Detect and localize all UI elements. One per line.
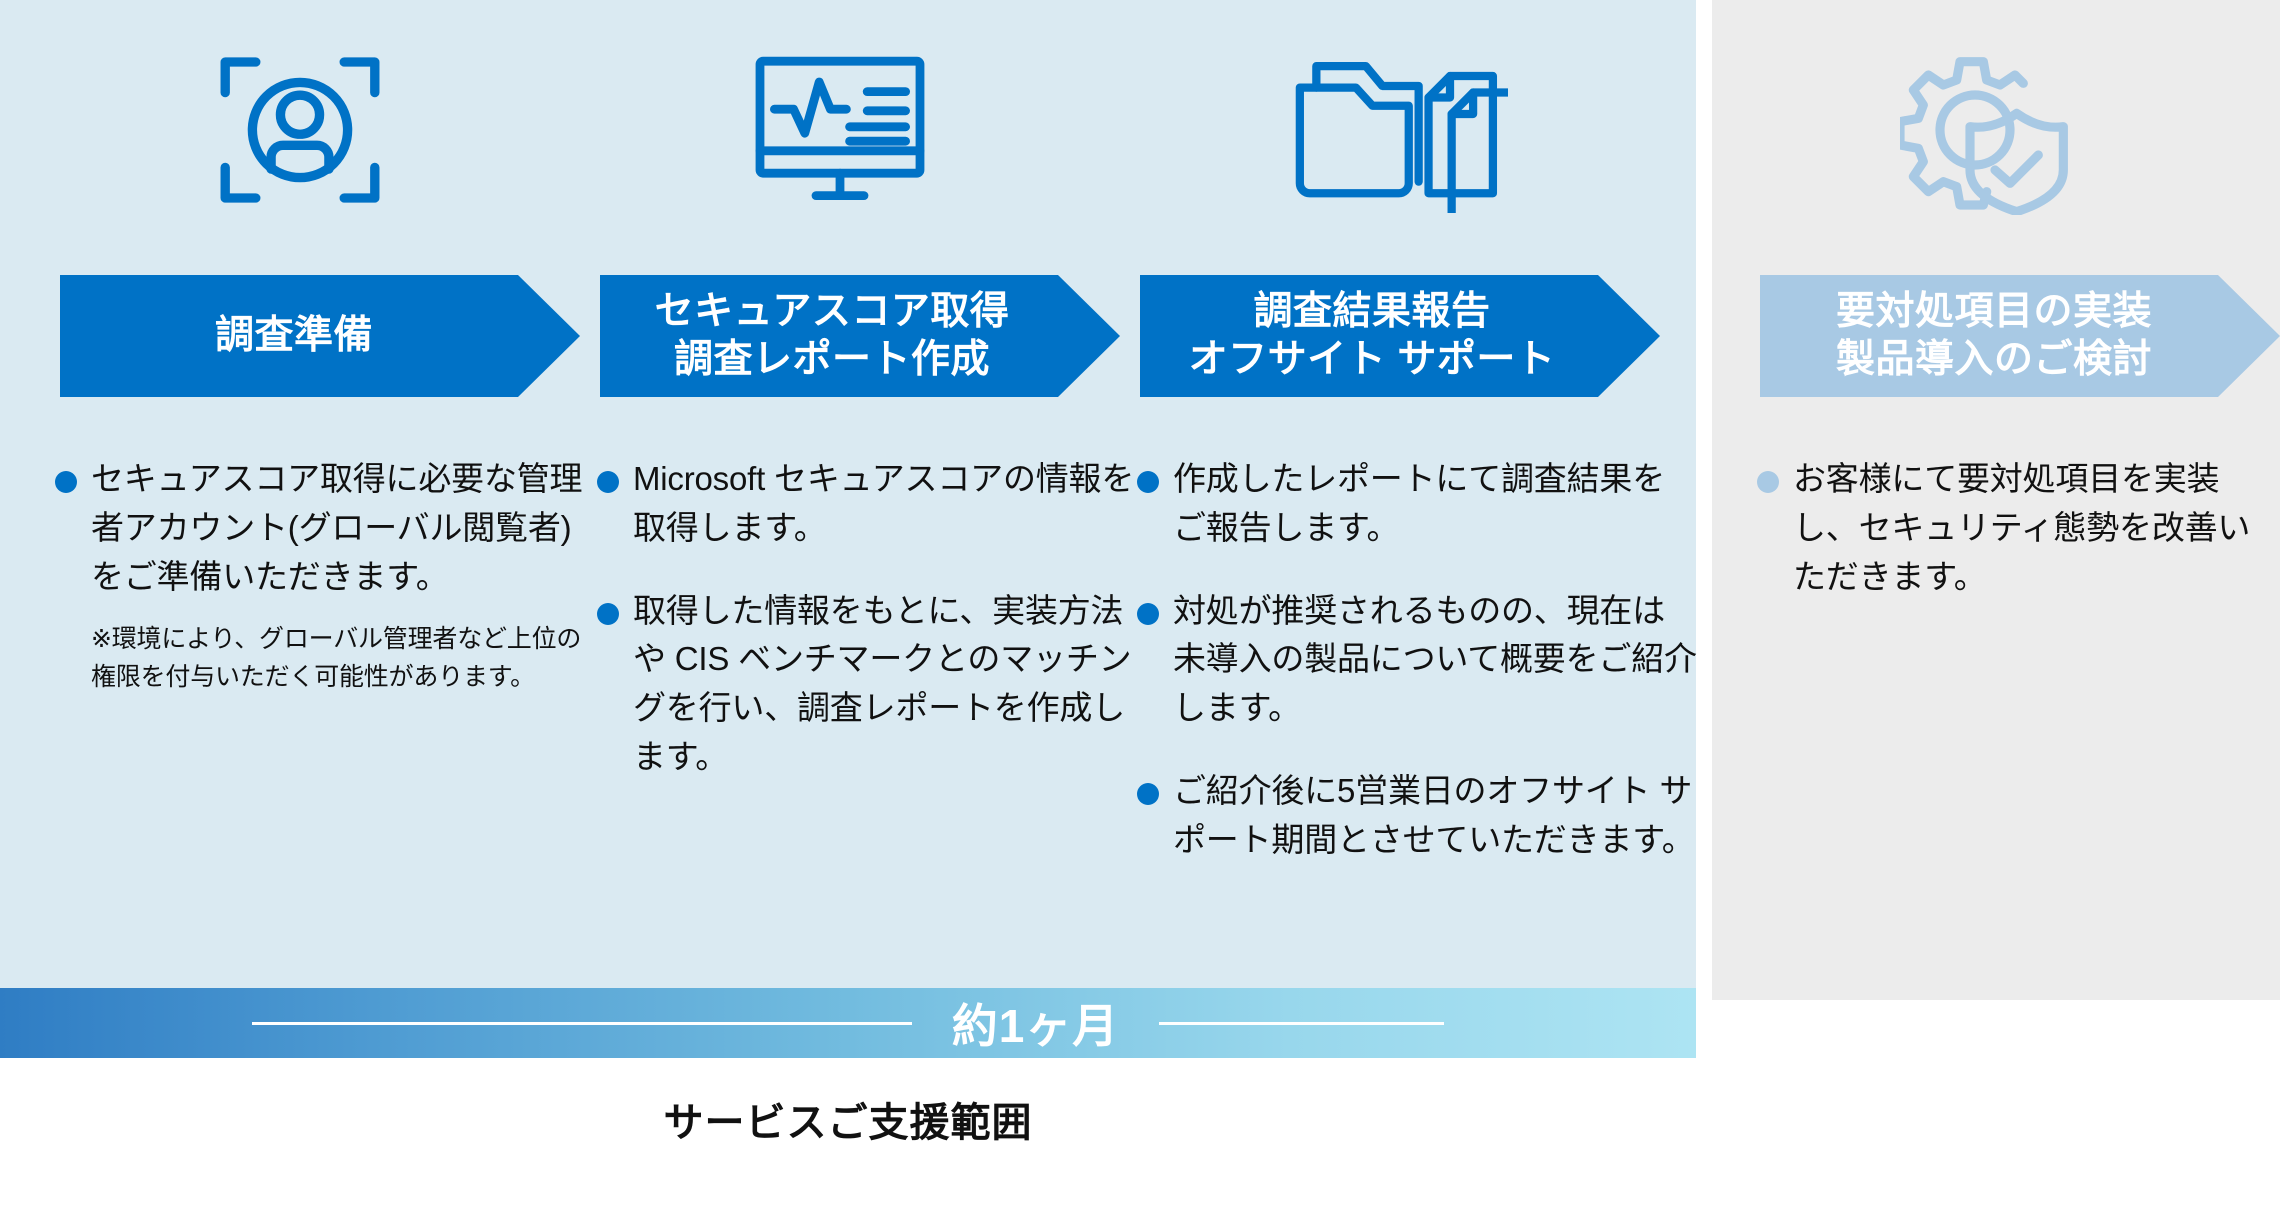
bullet-text: 対処が推奨されるものの、現在は未導入の製品について概要をご紹介します。 <box>1173 591 1697 727</box>
list-item: セキュアスコア取得に必要な管理者アカウント(グローバル閲覧者)をご準備いただきま… <box>55 455 600 601</box>
duration-rule-right <box>1159 1021 1445 1025</box>
bullet-text: ご紹介後に5営業日のオフサイト サポート期間とさせていただきます。 <box>1173 772 1695 858</box>
bullet-text: お客様にて要対処項目を実装し、セキュリティ態勢を改善いただきます。 <box>1793 460 2251 595</box>
step-bullets-3: 作成したレポートにて調査結果をご報告します。 対処が推奨されるものの、現在は未導… <box>1137 455 1697 899</box>
list-item: 作成したレポートにて調査結果をご報告します。 <box>1137 455 1697 553</box>
bullet-dot-icon <box>597 602 619 625</box>
list-item: 取得した情報をもとに、実装方法や CIS ベンチマークとのマッチングを行い、調査… <box>597 587 1142 782</box>
bullet-dot-icon <box>1137 602 1159 625</box>
list-item: ご紹介後に5営業日のオフサイト サポート期間とさせていただきます。 <box>1137 767 1697 865</box>
step-banner-3: 調査結果報告 オフサイト サポート <box>1140 275 1660 397</box>
step-banner-3-label: 調査結果報告 オフサイト サポート <box>1188 290 1556 381</box>
bullet-dot-icon <box>1137 783 1159 806</box>
bullet-text: セキュアスコア取得に必要な管理者アカウント(グローバル閲覧者)をご準備いただきま… <box>91 460 583 595</box>
bullet-text: 取得した情報をもとに、実装方法や CIS ベンチマークとのマッチングを行い、調査… <box>633 591 1132 776</box>
monitor-chart-icon <box>690 40 990 220</box>
bullet-dot-icon <box>597 471 619 493</box>
step-banner-2: セキュアスコア取得 調査レポート作成 <box>600 275 1120 397</box>
list-item: 対処が推奨されるものの、現在は未導入の製品について概要をご紹介します。 <box>1137 587 1697 733</box>
bullet-dot-icon <box>55 471 77 493</box>
duration-bar: 約1ヶ月 <box>0 988 1696 1058</box>
page-title: サービスご支援範囲 <box>663 1101 1033 1145</box>
step-bullets-2: Microsoft セキュアスコアの情報を取得します。 取得した情報をもとに、実… <box>597 455 1142 816</box>
step-bullets-4: お客様にて要対処項目を実装し、セキュリティ態勢を改善いただきます。 <box>1757 455 2277 635</box>
bullet-dot-icon <box>1137 471 1159 493</box>
duration-rule-left <box>251 1021 912 1025</box>
gear-shield-icon <box>1840 40 2160 220</box>
service-scope-panel <box>0 0 1696 1000</box>
step-banner-4-label: 要対処項目の実装 製品導入のご検討 <box>1835 290 2152 381</box>
bullet-text: Microsoft セキュアスコアの情報を取得します。 <box>633 460 1135 546</box>
step-banner-2-label: セキュアスコア取得 調査レポート作成 <box>654 290 1010 381</box>
step-banner-1: 調査準備 <box>60 275 580 397</box>
step-banner-1-label: 調査準備 <box>214 314 373 358</box>
folders-documents-icon <box>1240 40 1560 220</box>
step-note-1: ※環境により、グローバル管理者など上位の権限を付与いただく可能性があります。 <box>91 625 582 691</box>
list-item: お客様にて要対処項目を実装し、セキュリティ態勢を改善いただきます。 <box>1757 455 2277 601</box>
duration-label: 約1ヶ月 <box>951 1000 1120 1052</box>
person-scan-icon <box>150 40 450 220</box>
list-item: Microsoft セキュアスコアの情報を取得します。 <box>597 455 1142 553</box>
bullet-text: 作成したレポートにて調査結果をご報告します。 <box>1173 460 1666 546</box>
step-banner-4: 要対処項目の実装 製品導入のご検討 <box>1760 275 2280 397</box>
bullet-dot-icon <box>1757 471 1779 493</box>
step-bullets-1: セキュアスコア取得に必要な管理者アカウント(グローバル閲覧者)をご準備いただきま… <box>55 455 600 696</box>
